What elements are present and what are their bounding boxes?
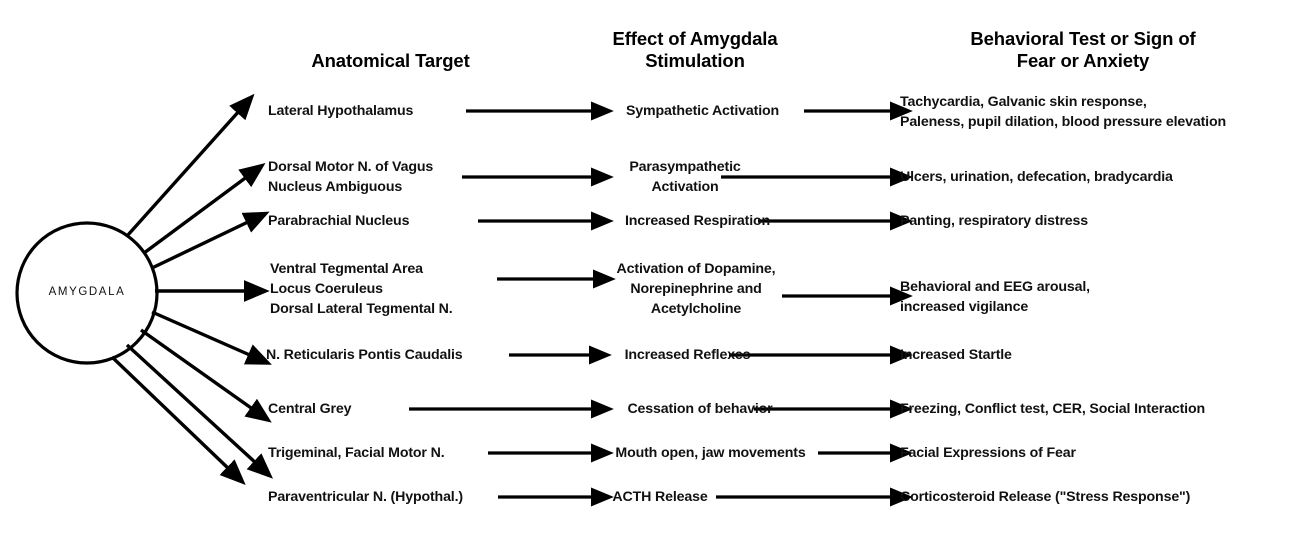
anatomical-target-2: Dorsal Motor N. of Vagus Nucleus Ambiguo… [268,159,434,196]
column-header-effect: Effect of Amygdala Stimulation [612,28,778,71]
anatomical-target-6: Central Grey [268,401,352,417]
anatomical-target-8: Paraventricular N. (Hypothal.) [268,489,463,505]
behavior-8: Corticosteroid Release ("Stress Response… [900,489,1191,505]
radiating-arrow-6 [140,328,272,423]
radiating-arrow-8 [110,355,246,486]
behavior-3: Panting, respiratory distress [900,213,1089,229]
radiating-arrow-5 [151,310,272,365]
behavior-7: Facial Expressions of Fear [900,445,1076,461]
anatomical-target-4: Ventral Tegmental Area Locus Coeruleus D… [270,261,453,318]
behavior-2: Ulcers, urination, defecation, bradycard… [900,169,1173,185]
effect-6: Cessation of behavior [627,401,773,417]
radiating-arrow-7 [125,343,274,479]
amygdala-label: AMYGDALA [48,286,126,298]
effect-1: Sympathetic Activation [625,103,780,119]
column-header-anatomical-target: Anatomical Target [311,50,470,71]
anatomical-target-3: Parabrachial Nucleus [268,213,410,229]
anatomical-target-7: Trigeminal, Facial Motor N. [268,445,445,461]
behavior-1: Tachycardia, Galvanic skin response, Pal… [900,94,1226,131]
effect-4: Activation of Dopamine, Norepinephrine a… [616,261,776,318]
effect-7: Mouth open, jaw movements [615,445,806,461]
behavior-4: Behavioral and EEG arousal, increased vi… [900,279,1090,316]
effect-8: ACTH Release [612,489,708,505]
effect-5: Increased Reflexes [624,347,751,363]
anatomical-target-1: Lateral Hypothalamus [268,103,414,119]
radiating-arrow-1 [125,93,255,238]
column-header-behavior: Behavioral Test or Sign of Fear or Anxie… [970,28,1196,71]
behavior-5: Increased Startle [900,347,1012,363]
effect-2: Parasympathetic Activation [629,159,741,196]
radiating-arrow-3 [151,211,270,270]
behavior-6: Freezing, Conflict test, CER, Social Int… [900,401,1205,417]
anatomical-target-5: N. Reticularis Pontis Caudalis [266,347,463,363]
effect-3: Increased Respiration [624,213,771,229]
radiating-arrow-2 [142,163,266,255]
